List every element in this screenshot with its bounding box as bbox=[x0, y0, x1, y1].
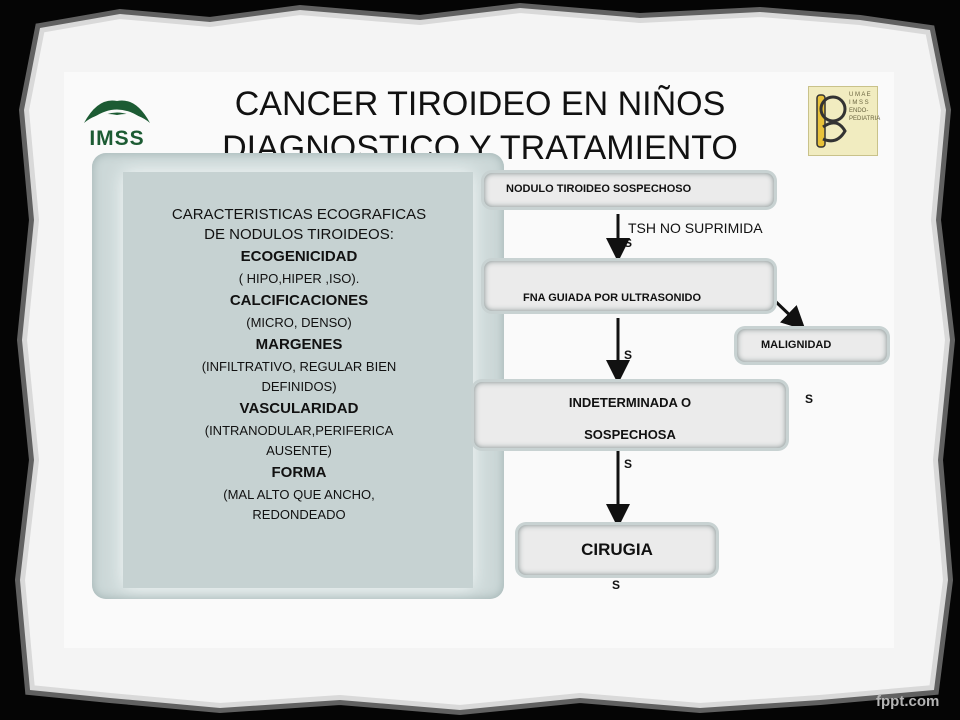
vascularidad-detail-2: AUSENTE) bbox=[266, 443, 332, 458]
ecogenicidad-detail: ( HIPO,HIPER ,ISO). bbox=[238, 271, 360, 286]
calcificaciones-label: CALCIFICACIONES bbox=[229, 292, 369, 309]
vascularidad-label: VASCULARIDAD bbox=[239, 400, 359, 417]
margenes-detail-2: DEFINIDOS) bbox=[261, 379, 337, 394]
calcificaciones-detail: (MICRO, DENSO) bbox=[246, 315, 352, 330]
forma-label: FORMA bbox=[271, 464, 327, 481]
imss-eagle-icon bbox=[84, 100, 150, 123]
node-fna: FNA GUIADA POR ULTRASONIDO bbox=[484, 261, 774, 311]
fppt-watermark: fppt.com bbox=[876, 693, 940, 710]
margenes-detail-1: (INFILTRATIVO, REGULAR BIEN bbox=[201, 359, 397, 374]
s-label-3: S bbox=[805, 392, 814, 406]
node-indeterminada: INDETERMINADA O SOSPECHOSA bbox=[474, 382, 786, 448]
endo-pediatria-emblem-icon bbox=[816, 94, 847, 148]
node-malignidad-label: MALIGNIDAD bbox=[761, 339, 832, 351]
forma-detail-1: (MAL ALTO QUE ANCHO, bbox=[223, 487, 375, 502]
forma-detail-2: REDONDEADO bbox=[252, 507, 346, 522]
ecogenicidad-label: ECOGENICIDAD bbox=[240, 248, 358, 265]
title-line-1: CANCER TIROIDEO EN NIÑOS bbox=[234, 85, 726, 123]
node-cirugia: CIRUGIA bbox=[518, 525, 716, 575]
imss-logo-text: IMSS bbox=[89, 127, 145, 150]
characteristics-text: CARACTERISTICAS ECOGRAFICAS DE NODULOS T… bbox=[124, 205, 474, 525]
s-label-2: S bbox=[624, 348, 633, 362]
node-cirugia-label: CIRUGIA bbox=[581, 540, 653, 559]
umae-logo-text: U M A E I M S S ENDO- PEDIATRIA bbox=[849, 92, 881, 122]
margenes-label: MARGENES bbox=[255, 336, 343, 353]
node-fna-label: FNA GUIADA POR ULTRASONIDO bbox=[523, 292, 702, 304]
node-malignidad: MALIGNIDAD bbox=[737, 329, 887, 362]
imss-logo: IMSS bbox=[80, 93, 154, 151]
s-label-5: S bbox=[612, 578, 621, 592]
characteristics-heading-2: DE NODULOS TIROIDEOS: bbox=[204, 226, 394, 243]
page-title: CANCER TIROIDEO EN NIÑOS DIAGNOSTICO Y T… bbox=[150, 82, 810, 172]
node-nodulo-tiroideo: NODULO TIROIDEO SOSPECHOSO bbox=[484, 173, 774, 207]
node-indeterminada-line-1: INDETERMINADA O bbox=[568, 395, 692, 410]
umae-logo: U M A E I M S S ENDO- PEDIATRIA bbox=[808, 86, 881, 156]
tsh-label: TSH NO SUPRIMIDA bbox=[628, 220, 763, 236]
characteristics-heading-1: CARACTERISTICAS ECOGRAFICAS bbox=[171, 206, 427, 223]
vascularidad-detail-1: (INTRANODULAR,PERIFERICA bbox=[204, 423, 394, 438]
node-nodulo-label: NODULO TIROIDEO SOSPECHOSO bbox=[506, 183, 692, 195]
s-label-1: S bbox=[624, 236, 633, 250]
characteristics-panel-inner bbox=[123, 172, 473, 588]
s-label-4: S bbox=[624, 457, 633, 471]
node-indeterminada-line-2: SOSPECHOSA bbox=[584, 427, 676, 442]
